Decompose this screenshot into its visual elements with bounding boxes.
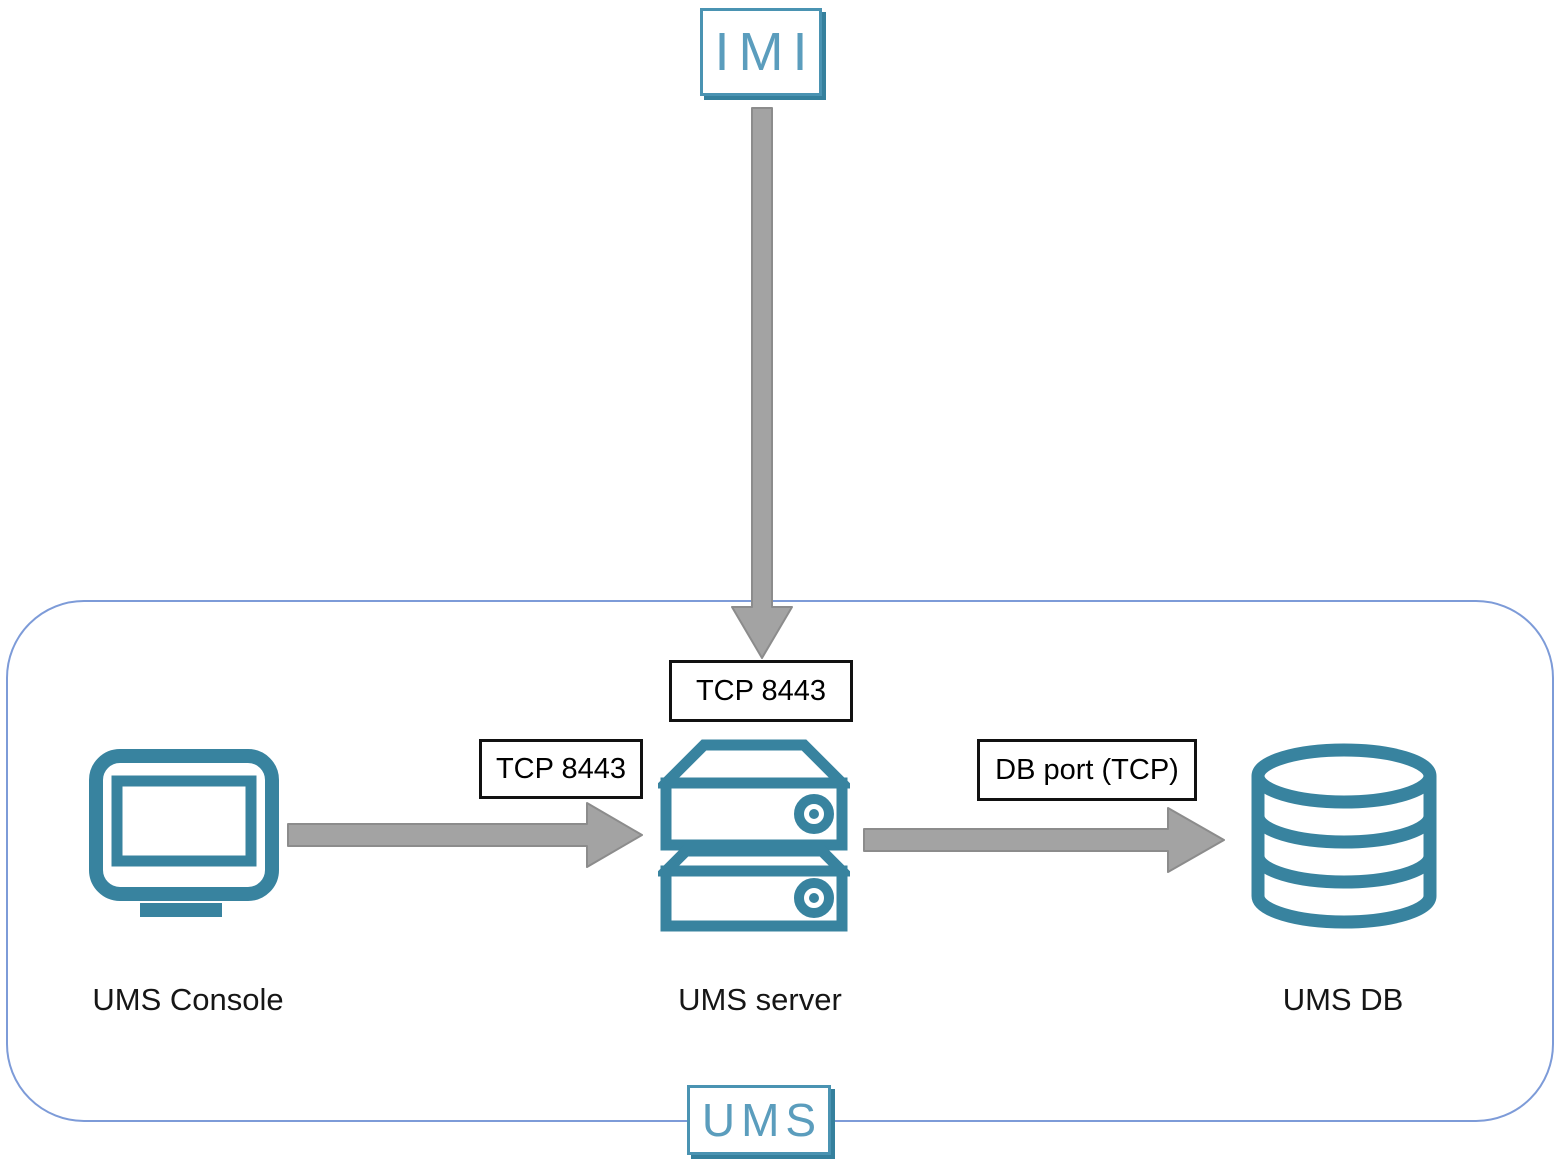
database-icon	[1251, 743, 1437, 929]
port-label-text: DB port (TCP)	[995, 753, 1179, 786]
ums-container-tag: UMS	[687, 1085, 831, 1155]
monitor-icon	[89, 749, 279, 917]
arrow-console-to-server	[287, 802, 643, 868]
imi-node: IMI	[700, 8, 822, 96]
ums-container-label: UMS	[701, 1094, 823, 1146]
server-icon	[658, 739, 850, 932]
arrow-imi-to-server	[731, 107, 793, 659]
console-node-label: UMS Console	[92, 982, 284, 1017]
port-label-imi-server: TCP 8443	[669, 660, 853, 722]
port-label-text: TCP 8443	[695, 674, 827, 707]
port-label-console-server: TCP 8443	[479, 739, 643, 799]
db-node-label: UMS DB	[1282, 982, 1404, 1017]
port-label-server-db: DB port (TCP)	[977, 739, 1197, 801]
imi-node-label: IMI	[714, 22, 817, 82]
server-node-label: UMS server	[678, 982, 842, 1017]
arrow-server-to-db	[863, 807, 1225, 873]
port-label-text: TCP 8443	[495, 752, 627, 785]
